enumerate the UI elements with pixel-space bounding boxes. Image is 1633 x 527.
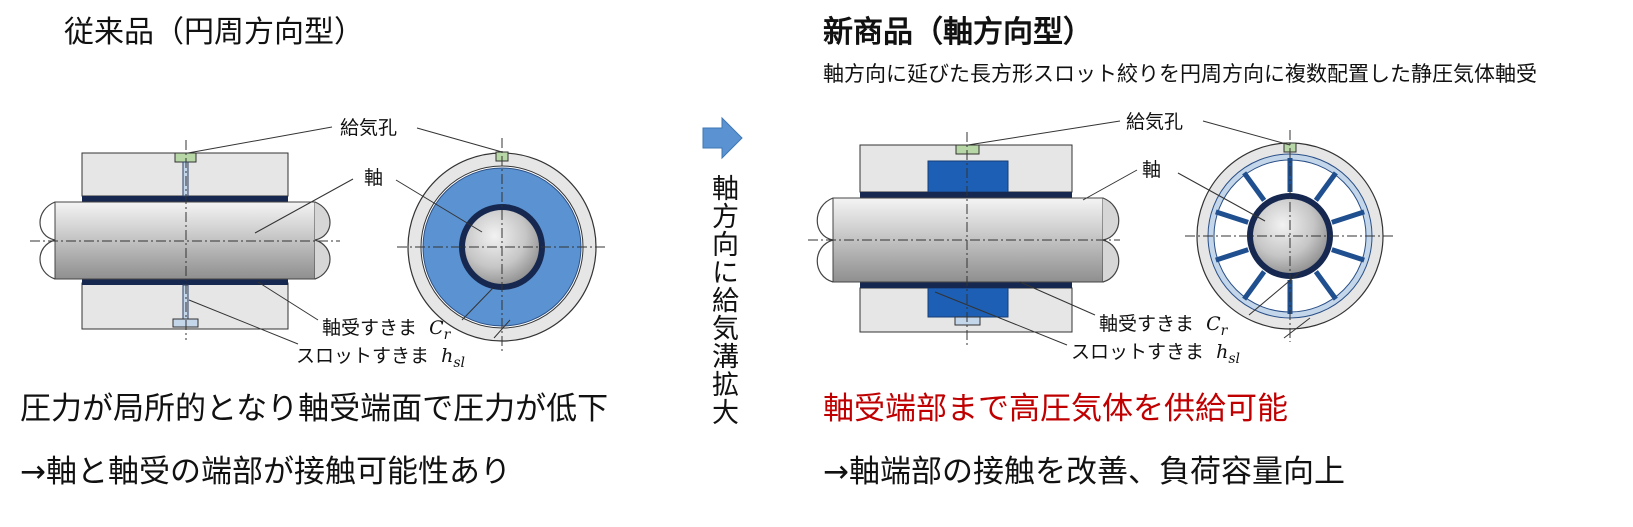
left-note-2: →軸と軸受の端部が接触可能性あり (20, 454, 511, 490)
slot-clearance-label: スロットすきま (296, 345, 429, 367)
shaft-break-left (39, 201, 56, 280)
shaft-break-right (314, 201, 331, 280)
left-side-view (30, 140, 340, 340)
radial-slot (1331, 247, 1365, 263)
svg-text:スロットすきま hsl: スロットすきま hsl (1071, 341, 1240, 367)
left-labels: 給気孔 軸 軸受すきま Cr スロットすきま hsl (296, 117, 465, 371)
axial-expansion-label: 軸方向に給気溝拡大 (707, 174, 738, 426)
shaft-label: 軸 (364, 167, 383, 189)
radial-slot (1331, 209, 1365, 225)
radial-slot (1215, 209, 1249, 225)
slot-block-top (927, 160, 1009, 193)
radial-slot (1242, 171, 1267, 202)
bearing-clearance-label-right: 軸受すきま (1099, 313, 1194, 335)
slot-clearance-label-right: スロットすきま (1071, 341, 1204, 363)
bearing-clearance-label: 軸受すきま (322, 317, 417, 339)
right-cross-section (1185, 130, 1395, 342)
radial-slot (1215, 247, 1249, 263)
shaft-label-right: 軸 (1142, 159, 1161, 181)
left-leaders (187, 126, 511, 345)
right-side-view (808, 132, 1120, 345)
left-note-1: 圧力が局所的となり軸受端面で圧力が低下 (20, 391, 609, 427)
right-leaders (934, 120, 1311, 346)
svg-text:軸受すきま Cr: 軸受すきま Cr (322, 317, 452, 343)
svg-text:軸受すきま Cr: 軸受すきま Cr (1099, 313, 1229, 339)
right-note-1: 軸受端部まで高圧気体を供給可能 (823, 391, 1288, 427)
right-title: 新商品（軸方向型） (823, 15, 1093, 50)
left-title: 従来品（円周方向型） (64, 15, 364, 50)
right-labels: 給気孔 軸 軸受すきま Cr スロットすきま hsl (1071, 111, 1240, 367)
clearance-top (82, 196, 288, 202)
right-arrow-icon (702, 116, 743, 160)
supply-hole-label: 給気孔 (340, 117, 397, 139)
svg-text:スロットすきま hsl: スロットすきま hsl (296, 345, 465, 371)
radial-slot (1313, 171, 1338, 202)
radial-slot (1242, 270, 1267, 301)
slot-block-bottom (927, 287, 1009, 318)
supply-hole-label-right: 給気孔 (1126, 111, 1183, 133)
right-note-2: →軸端部の接触を改善、負荷容量向上 (823, 454, 1345, 490)
left-cross-section (397, 138, 606, 352)
clearance-bottom (82, 279, 288, 285)
radial-slot (1313, 270, 1338, 301)
right-subtitle: 軸方向に延びた長方形スロット絞りを円周方向に複数配置した静圧気体軸受 (823, 62, 1537, 86)
